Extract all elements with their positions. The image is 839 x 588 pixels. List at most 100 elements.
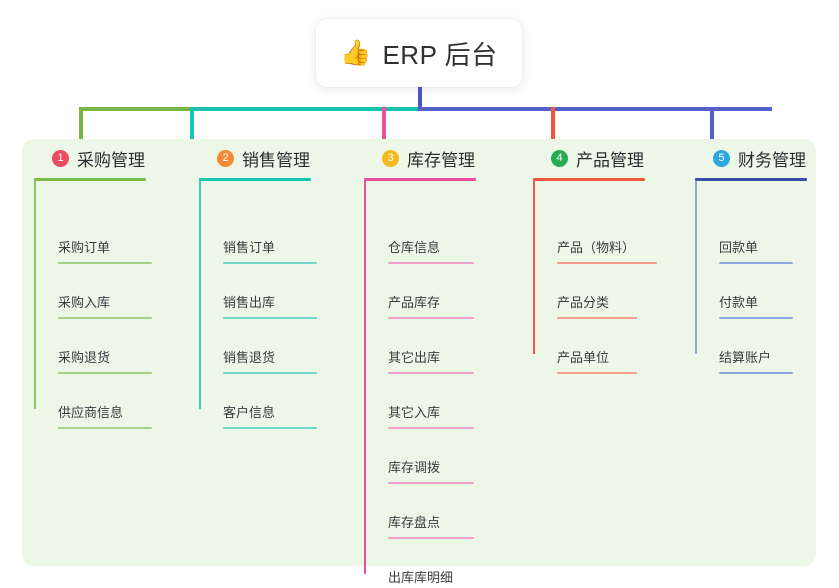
connector-bar-left (79, 107, 192, 111)
column-header-4[interactable]: 4 产品管理 (533, 145, 693, 171)
thumbs-up-icon: 👍 (340, 38, 372, 67)
column-rule-3 (364, 178, 476, 181)
list-item[interactable]: 产品库存 (364, 292, 474, 319)
list-item[interactable]: 产品分类 (533, 292, 637, 319)
list-item-rule (719, 372, 793, 374)
root-node-content: 👍 ERP 后台 (340, 35, 497, 72)
column-badge-4: 4 (551, 149, 568, 167)
leaf-spine-2 (199, 181, 201, 409)
column-rule-1 (34, 178, 146, 181)
leaf-spine-5 (695, 181, 697, 354)
list-item-label: 供应商信息 (58, 405, 124, 420)
list-item-label: 采购退货 (58, 350, 111, 365)
list-item-label: 采购订单 (58, 240, 111, 255)
list-item-rule (388, 317, 474, 319)
root-node-card[interactable]: 👍 ERP 后台 (316, 19, 522, 87)
connector-bar-right-end (710, 107, 772, 111)
connector-drop-3 (382, 107, 386, 144)
list-item-label: 库存调拨 (388, 460, 441, 475)
column-title-2: 销售管理 (242, 150, 310, 170)
list-item[interactable]: 销售订单 (199, 237, 317, 264)
list-item-rule (388, 262, 474, 264)
list-item-rule (388, 482, 474, 484)
list-item-label: 付款单 (719, 295, 759, 310)
connector-drop-4 (551, 107, 555, 144)
list-item[interactable]: 付款单 (695, 292, 793, 319)
list-item[interactable]: 回款单 (695, 237, 793, 264)
leaf-list-5: 回款单 付款单 结算账户 (695, 181, 839, 374)
list-item-label: 客户信息 (223, 405, 276, 420)
list-item-rule (557, 317, 637, 319)
column-procurement: 1 采购管理 采购订单 采购入库 采购退货 供应商信息 (34, 145, 184, 429)
list-item-label: 库存盘点 (388, 515, 441, 530)
list-item-label: 结算账户 (719, 350, 772, 365)
page-title: ERP 后台 (382, 39, 498, 70)
column-rule-2 (199, 178, 311, 181)
connector-bar-right (418, 107, 714, 111)
connector-root-stem (418, 87, 422, 109)
list-item-rule (719, 317, 793, 319)
list-item-label: 采购入库 (58, 295, 111, 310)
list-item[interactable]: 销售退货 (199, 347, 317, 374)
column-badge-3: 3 (382, 149, 399, 167)
list-item-rule (58, 317, 152, 319)
column-title-1: 采购管理 (77, 150, 145, 170)
list-item-rule (58, 372, 152, 374)
leaf-spine-1 (34, 181, 36, 409)
list-item[interactable]: 采购入库 (34, 292, 152, 319)
list-item-label: 产品库存 (388, 295, 441, 310)
column-product: 4 产品管理 产品（物料） 产品分类 产品单位 (533, 145, 693, 374)
list-item[interactable]: 其它入库 (364, 402, 474, 429)
list-item[interactable]: 采购订单 (34, 237, 152, 264)
column-title-4: 产品管理 (576, 150, 644, 170)
leaf-list-3: 仓库信息 产品库存 其它出库 其它入库 库存调拨 库存盘点 (364, 181, 524, 585)
list-item-rule (223, 427, 317, 429)
list-item-rule (58, 262, 152, 264)
leaf-spine-4 (533, 181, 535, 354)
list-item[interactable]: 结算账户 (695, 347, 793, 374)
column-rule-5 (695, 178, 807, 181)
connector-drop-5 (710, 107, 714, 144)
column-sales: 2 销售管理 销售订单 销售出库 销售退货 客户信息 (199, 145, 349, 429)
column-header-1[interactable]: 1 采购管理 (34, 145, 184, 171)
list-item-label: 仓库信息 (388, 240, 441, 255)
list-item-label: 销售出库 (223, 295, 276, 310)
list-item[interactable]: 库存盘点 (364, 512, 474, 539)
list-item[interactable]: 产品单位 (533, 347, 637, 374)
list-item-label: 其它出库 (388, 350, 441, 365)
list-item[interactable]: 产品（物料） (533, 237, 657, 264)
list-item[interactable]: 其它出库 (364, 347, 474, 374)
list-item-label: 产品单位 (557, 350, 610, 365)
list-item-rule (58, 427, 152, 429)
list-item-label: 销售订单 (223, 240, 276, 255)
connector-drop-2 (190, 107, 194, 144)
column-header-5[interactable]: 5 财务管理 (695, 145, 839, 171)
list-item[interactable]: 采购退货 (34, 347, 152, 374)
column-header-3[interactable]: 3 库存管理 (364, 145, 524, 171)
leaf-spine-3 (364, 181, 366, 574)
list-item-rule (557, 372, 637, 374)
list-item[interactable]: 供应商信息 (34, 402, 152, 429)
list-item-rule (388, 537, 474, 539)
connector-bar-mid (190, 107, 420, 111)
list-item-rule (223, 372, 317, 374)
list-item[interactable]: 仓库信息 (364, 237, 474, 264)
list-item[interactable]: 客户信息 (199, 402, 317, 429)
column-title-5: 财务管理 (738, 150, 806, 170)
column-title-3: 库存管理 (407, 150, 475, 170)
list-item[interactable]: 销售出库 (199, 292, 317, 319)
list-item-rule (388, 427, 474, 429)
list-item-label: 销售退货 (223, 350, 276, 365)
column-badge-5: 5 (713, 149, 730, 167)
list-item-label: 出库库明细 (388, 570, 454, 585)
list-item-rule (388, 372, 474, 374)
list-item-rule (223, 262, 317, 264)
list-item-rule (223, 317, 317, 319)
leaf-list-2: 销售订单 销售出库 销售退货 客户信息 (199, 181, 349, 429)
list-item[interactable]: 出库库明细 (364, 567, 474, 588)
column-inventory: 3 库存管理 仓库信息 产品库存 其它出库 其它入库 库存调拨 (364, 145, 524, 585)
list-item[interactable]: 库存调拨 (364, 457, 474, 484)
column-header-2[interactable]: 2 销售管理 (199, 145, 349, 171)
column-badge-1: 1 (52, 149, 69, 167)
